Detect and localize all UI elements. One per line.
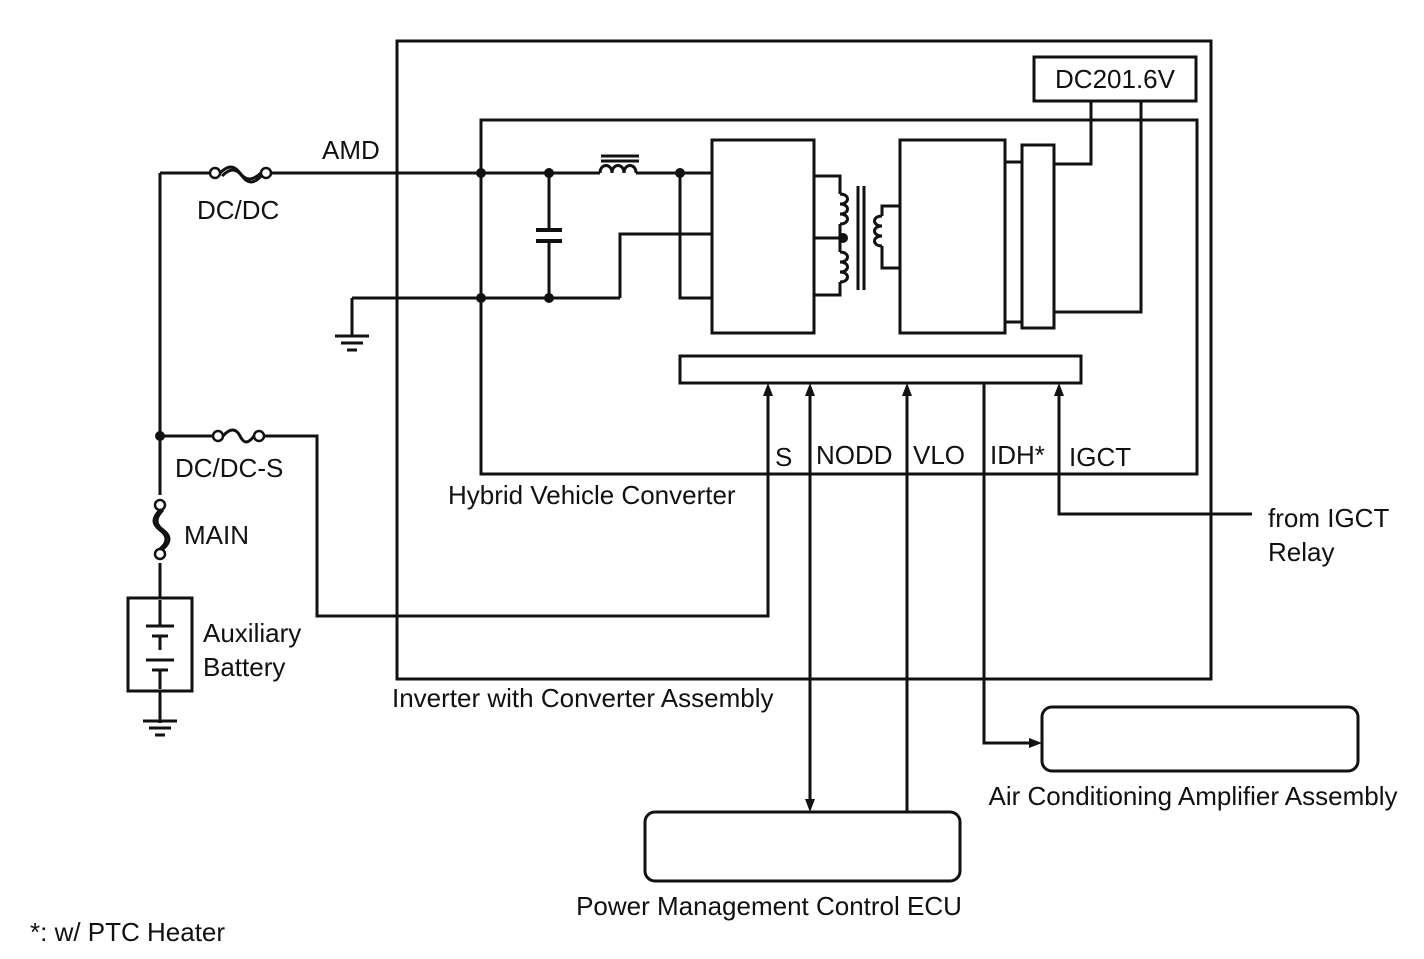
- capacitor-symbol: [536, 228, 562, 243]
- inverter-assembly-label: Inverter with Converter Assembly: [392, 683, 773, 713]
- ac-amplifier-box: [1040, 705, 1360, 773]
- amd-label: AMD: [322, 135, 380, 165]
- control-circuit-bar: [678, 354, 1083, 385]
- terminal-vlo-label: VLO: [913, 440, 965, 470]
- switching-block-left: [710, 138, 816, 335]
- dcdc-fuse-symbol: [208, 165, 273, 184]
- junction-dot: [544, 293, 554, 303]
- dc-voltage-label: DC201.6V: [1055, 64, 1176, 94]
- signal-arrowheads: [763, 383, 1064, 812]
- transformer-secondary-wiring: [873, 204, 900, 270]
- main-fuse-label: MAIN: [184, 520, 249, 550]
- pm-ecu-box: [643, 810, 962, 883]
- dcdc-s-fuse-symbol: [211, 428, 266, 444]
- transformer-core: [856, 186, 866, 290]
- dc-voltage-box: [1032, 55, 1198, 103]
- dcdc-fuse-label: DC/DC: [197, 195, 279, 225]
- dcdc-s-fuse-label: DC/DC-S: [175, 453, 283, 483]
- igct-relay-label-1: from IGCT: [1268, 503, 1389, 533]
- junction-dot: [838, 233, 848, 243]
- aux-battery-label-1: Auxiliary: [203, 618, 301, 648]
- hv-converter-label: Hybrid Vehicle Converter: [448, 480, 736, 510]
- ac-amplifier-label: Air Conditioning Amplifier Assembly: [989, 781, 1398, 811]
- main-fuse-symbol: [150, 495, 171, 563]
- inductor-symbol: [598, 154, 639, 174]
- signal-lines: [766, 383, 1252, 811]
- output-wiring: [1054, 101, 1143, 314]
- aux-battery-label-2: Battery: [203, 652, 285, 682]
- junction-dot: [675, 168, 685, 178]
- junction-dot: [155, 431, 165, 441]
- rectifier-block: [898, 138, 1007, 335]
- footnote: *: w/ PTC Heater: [30, 917, 225, 947]
- terminal-nodd-label: NODD: [816, 440, 893, 470]
- battery-symbol: [146, 600, 174, 689]
- terminal-s-label: S: [775, 442, 792, 472]
- output-block: [1020, 143, 1056, 330]
- pm-ecu-label: Power Management Control ECU: [576, 891, 962, 921]
- chassis-ground-icon: [335, 298, 369, 352]
- junction-dot: [476, 168, 486, 178]
- junction-dot: [476, 293, 486, 303]
- igct-relay-label-2: Relay: [1268, 537, 1334, 567]
- terminal-igct-label: IGCT: [1069, 442, 1131, 472]
- converter-internal-wiring: [481, 171, 712, 300]
- terminal-idh-label: IDH*: [990, 440, 1045, 470]
- battery-ground-icon: [143, 691, 177, 737]
- junction-dot: [544, 168, 554, 178]
- rectifier-link: [1005, 160, 1022, 324]
